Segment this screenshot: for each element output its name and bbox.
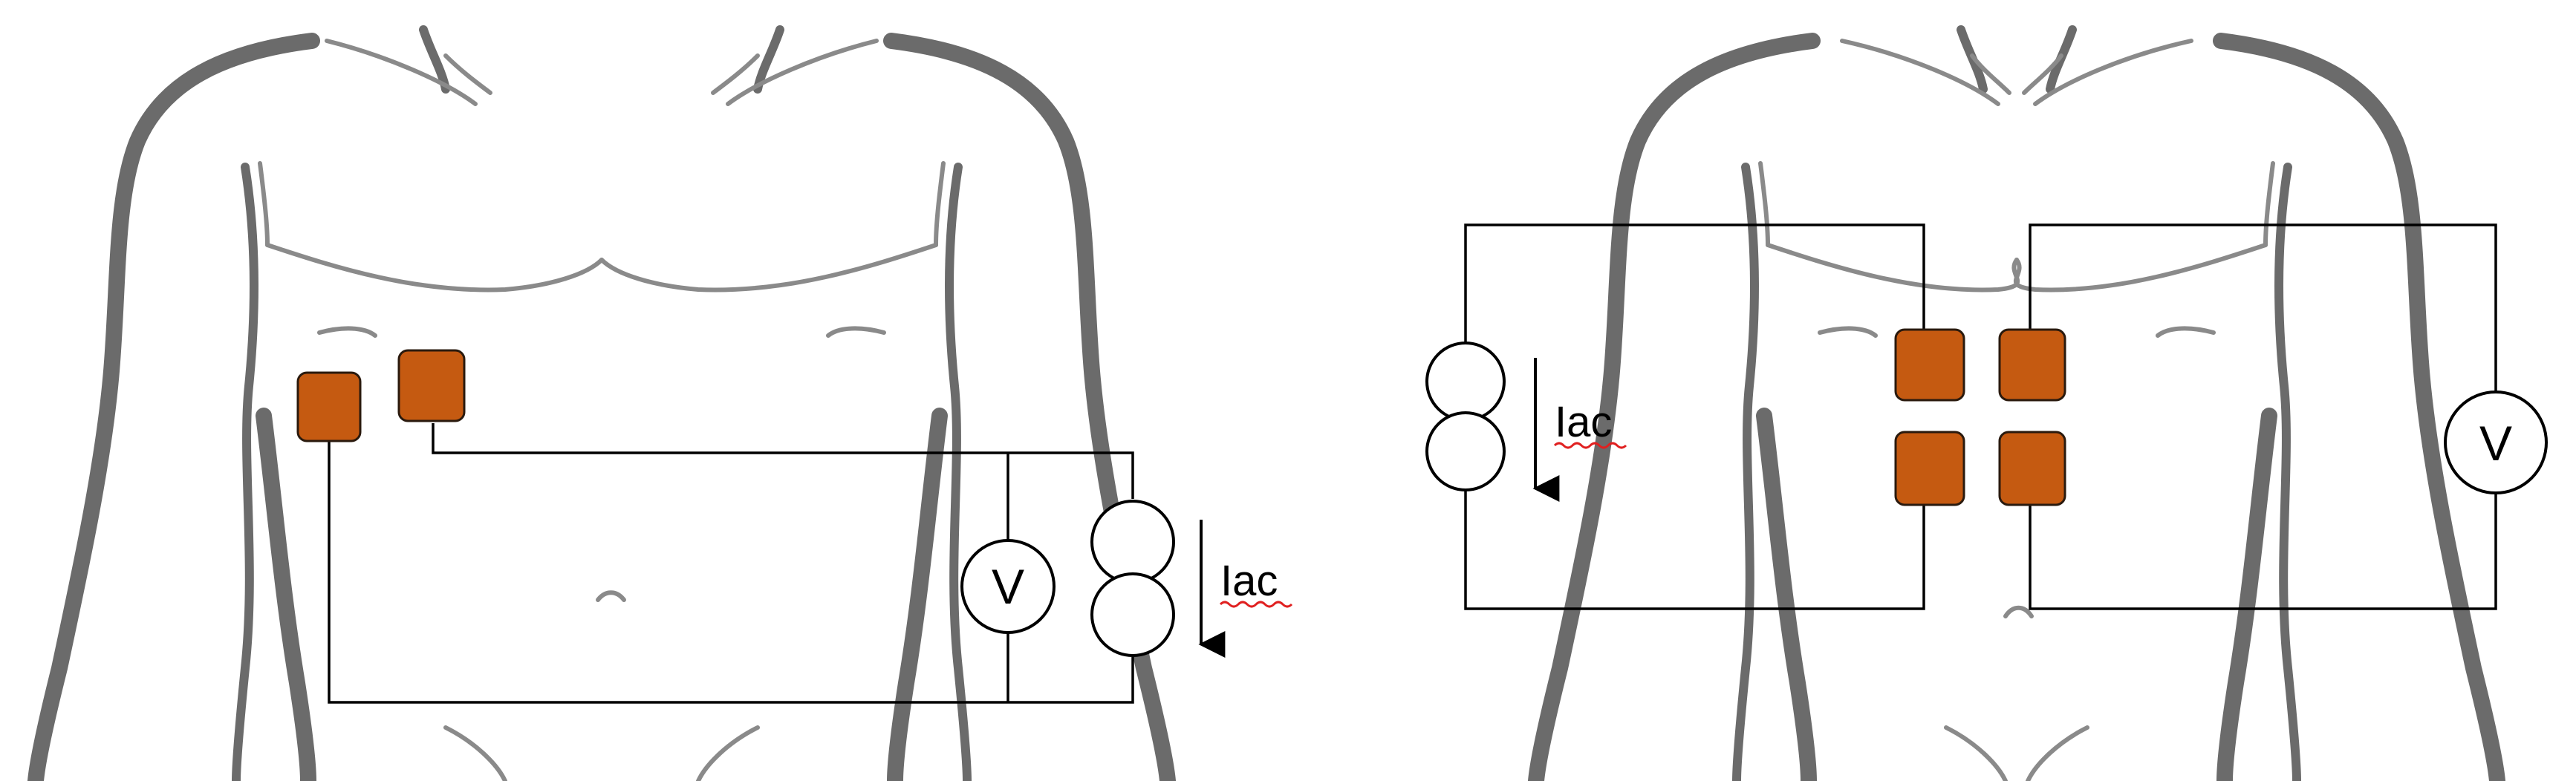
- voltmeter-icon: V: [960, 539, 1056, 634]
- voltmeter-icon: V: [2444, 390, 2548, 494]
- right-electrode-top-right: [1998, 328, 2066, 402]
- right-voltmeter-label: V: [2479, 416, 2512, 471]
- left-panel: V Iac: [27, 25, 1293, 781]
- left-voltmeter-label: V: [992, 559, 1024, 614]
- right-electrode-top-left: [1894, 328, 1965, 402]
- left-circuit-wires: [328, 423, 1134, 704]
- right-electrode-bottom-right: [1998, 431, 2066, 506]
- left-torso-outline: [27, 25, 1176, 781]
- left-current-label: Iac: [1220, 557, 1278, 605]
- current-source-icon: [1090, 500, 1175, 657]
- current-source-icon: [1425, 342, 1506, 491]
- left-electrode-2: [397, 349, 466, 422]
- right-current-label: Iac: [1555, 398, 1612, 446]
- right-spellcheck-underline: [1553, 442, 1627, 449]
- right-torso-outline: [1528, 25, 2505, 781]
- right-circuit-wires: [1464, 223, 2497, 610]
- right-panel: Iac V: [1425, 25, 2548, 781]
- left-electrode-1: [296, 371, 362, 442]
- right-electrode-bottom-left: [1894, 431, 1965, 506]
- left-spellcheck-underline: [1219, 601, 1293, 608]
